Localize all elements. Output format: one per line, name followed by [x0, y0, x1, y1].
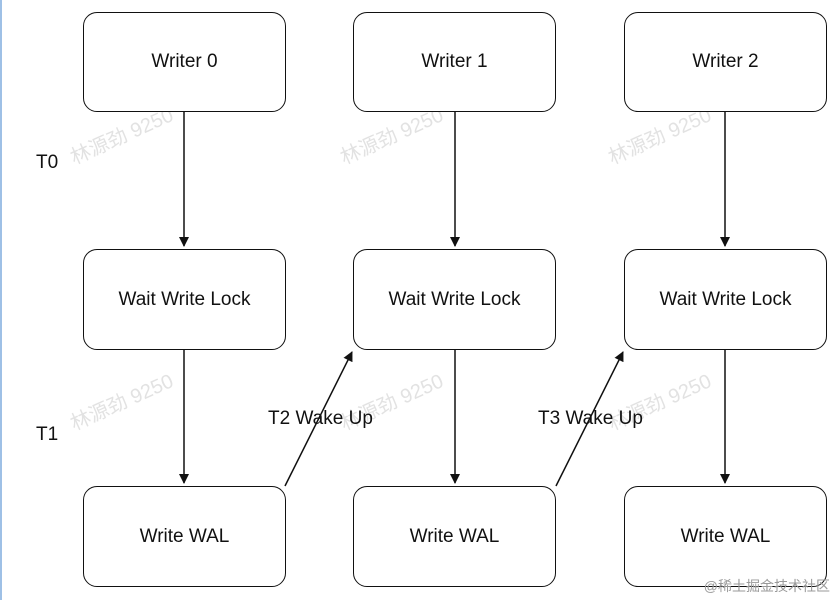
- writer-2-node: Writer 2: [624, 12, 827, 112]
- credit-watermark: @稀土掘金技术社区: [703, 578, 830, 594]
- writer-1-node: Writer 1: [353, 12, 556, 112]
- time-label-t0: T0: [36, 152, 59, 173]
- write-wal-0-node: Write WAL: [83, 486, 286, 587]
- wait-write-lock-1-node: Wait Write Lock: [353, 249, 556, 350]
- arrow-wal1-wakes-lock2: [555, 351, 624, 487]
- write-wal-2-node: Write WAL: [624, 486, 827, 587]
- time-label-t1: T1: [36, 424, 59, 445]
- arrow-wal0-wakes-lock1: [284, 351, 353, 487]
- wait-write-lock-0-node: Wait Write Lock: [83, 249, 286, 350]
- write-wal-1-node: Write WAL: [353, 486, 556, 587]
- wait-write-lock-2-node: Wait Write Lock: [624, 249, 827, 350]
- writer-0-node: Writer 0: [83, 12, 286, 112]
- left-edge-bar: [0, 0, 2, 600]
- edge-label-t2-wake-up: T2 Wake Up: [268, 408, 373, 429]
- edge-label-t3-wake-up: T3 Wake Up: [538, 408, 643, 429]
